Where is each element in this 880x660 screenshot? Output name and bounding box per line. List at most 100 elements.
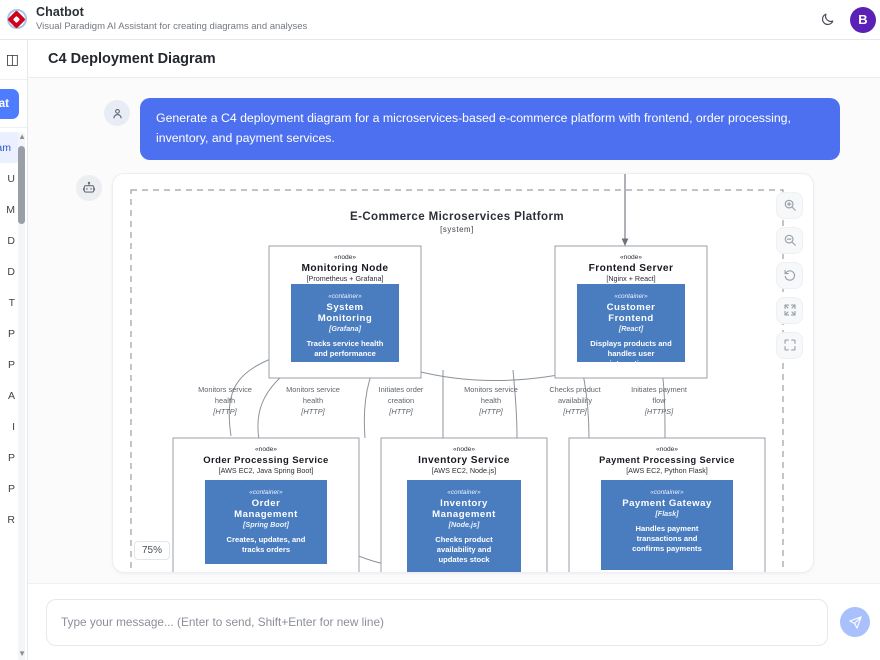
sidebar-item-label: R	[7, 513, 15, 526]
sidebar-conversation-item[interactable]: T	[0, 287, 27, 318]
sidebar-scrollbar-track[interactable]	[18, 132, 25, 660]
conversation-list[interactable]: ▲ ▼ C4 Deployment DiagramUMDDTPPAIPPR	[0, 128, 27, 660]
container-stereotype: «container»	[249, 489, 283, 496]
diagram-node[interactable]: «node» Order Processing Service[AWS EC2, …	[172, 437, 360, 572]
brand-block: Chatbot Visual Paradigm AI Assistant for…	[36, 6, 307, 32]
diagram-node[interactable]: «node» Monitoring Node[Prometheus + Grafa…	[268, 245, 422, 379]
diagram-node[interactable]: «node» Inventory Service[AWS EC2, Node.js…	[380, 437, 548, 572]
message-composer	[28, 583, 880, 660]
person-icon	[104, 100, 130, 126]
sidebar-conversation-item[interactable]: P	[0, 349, 27, 380]
node-name: Monitoring Node	[302, 263, 389, 274]
chevron-down-icon[interactable]: ▼	[18, 649, 26, 658]
message-input[interactable]	[46, 598, 828, 646]
sidebar-item-label: P	[7, 327, 15, 340]
node-name: Order Processing Service	[203, 455, 328, 466]
user-message-row: Generate a C4 deployment diagram for a m…	[28, 78, 880, 160]
node-stereotype: «node»	[255, 446, 277, 453]
zoom-level-badge: 75%	[134, 540, 171, 560]
sidebar-conversation-item[interactable]: A	[0, 380, 27, 411]
sidebar-conversation-item[interactable]: U	[0, 163, 27, 194]
sidebar-conversation-item[interactable]: D	[0, 256, 27, 287]
panel-collapse-icon[interactable]: ◫	[5, 51, 19, 67]
sidebar-item-label: U	[7, 172, 15, 185]
fullscreen-icon[interactable]	[776, 331, 803, 359]
send-paper-plane-icon[interactable]	[840, 607, 870, 637]
svg-text:E-Commerce Microservices Platf: E-Commerce Microservices Platform	[350, 211, 564, 223]
node-tech: [AWS EC2, Java Spring Boot]	[219, 466, 314, 475]
node-stereotype: «node»	[620, 254, 642, 261]
sidebar-conversation-item[interactable]: M	[0, 194, 27, 225]
user-avatar[interactable]: B	[850, 6, 876, 33]
sidebar-item-label: D	[7, 265, 15, 278]
diagram-card[interactable]: E-Commerce Microservices Platform [syste…	[112, 172, 814, 573]
diagram-node[interactable]: «node» Payment Processing Service[AWS EC2…	[568, 437, 766, 572]
sidebar-conversation-item[interactable]: P	[0, 442, 27, 473]
sidebar: ◫ + New Chat ▲ ▼ C4 Deployment DiagramUM…	[0, 40, 28, 660]
sidebar-conversation-item[interactable]: I	[0, 411, 27, 442]
container-name: Payment Gateway	[622, 498, 712, 509]
page-title: C4 Deployment Diagram	[48, 50, 216, 67]
sidebar-conversation-item[interactable]: R	[0, 504, 27, 535]
container-stereotype: «container»	[650, 489, 684, 496]
diagram-canvas[interactable]: E-Commerce Microservices Platform [syste…	[113, 173, 813, 572]
node-stereotype: «node»	[656, 446, 678, 453]
node-tech: [AWS EC2, Node.js]	[432, 466, 496, 475]
reset-view-icon[interactable]	[776, 261, 803, 289]
node-name: Inventory Service	[418, 455, 510, 466]
container-tech: [Grafana]	[328, 324, 362, 333]
node-name: Payment Processing Service	[599, 455, 735, 465]
node-tech: [Nginx + React]	[606, 274, 655, 283]
container-stereotype: «container»	[328, 293, 362, 300]
node-stereotype: «node»	[334, 254, 356, 261]
zoom-in-icon[interactable]	[776, 191, 803, 219]
diagram-node[interactable]: «node» Frontend Server[Nginx + React] «con…	[554, 245, 708, 379]
sidebar-conversation-item[interactable]: C4 Deployment Diagram	[0, 132, 23, 163]
node-name: Frontend Server	[589, 263, 674, 274]
sidebar-conversation-item[interactable]: P	[0, 318, 27, 349]
bot-message-row: E-Commerce Microservices Platform [syste…	[28, 160, 880, 573]
zoom-out-icon[interactable]	[776, 226, 803, 254]
container-tech: [Spring Boot]	[242, 520, 290, 529]
chat-title-bar: C4 Deployment Diagram	[28, 40, 880, 78]
sidebar-item-label: P	[7, 358, 15, 371]
fit-to-screen-icon[interactable]	[776, 296, 803, 324]
main-panel: C4 Deployment Diagram Generate a C4 depl…	[28, 40, 880, 660]
container-stereotype: «container»	[447, 489, 481, 496]
brand-title: Chatbot	[36, 5, 84, 20]
node-tech: [Prometheus + Grafana]	[307, 274, 384, 283]
container-box	[291, 283, 399, 362]
sidebar-scrollbar-thumb[interactable]	[18, 146, 25, 224]
message-scroll-area[interactable]: Generate a C4 deployment diagram for a m…	[28, 78, 880, 623]
c4-deployment-diagram-svg[interactable]: E-Commerce Microservices Platform [syste…	[113, 173, 813, 572]
new-chat-button[interactable]: + New Chat	[0, 89, 19, 119]
user-message-bubble: Generate a C4 deployment diagram for a m…	[140, 98, 840, 160]
container-stereotype: «container»	[614, 293, 648, 300]
sidebar-item-label: A	[7, 389, 15, 402]
sidebar-item-label: P	[7, 482, 15, 495]
sidebar-conversation-item[interactable]: D	[0, 225, 27, 256]
diagram-controls	[776, 191, 803, 359]
sidebar-item-label: T	[8, 296, 15, 309]
container-box	[577, 283, 685, 362]
node-tech: [AWS EC2, Python Flask]	[626, 466, 708, 475]
sidebar-conversation-item[interactable]: P	[0, 473, 27, 504]
chevron-up-icon[interactable]: ▲	[18, 132, 26, 141]
sidebar-item-label: C4 Deployment Diagram	[0, 141, 11, 154]
sidebar-item-label: P	[7, 451, 15, 464]
node-stereotype: «node»	[453, 446, 475, 453]
moon-icon[interactable]	[818, 11, 836, 29]
new-chat-wrap: + New Chat	[0, 80, 27, 128]
